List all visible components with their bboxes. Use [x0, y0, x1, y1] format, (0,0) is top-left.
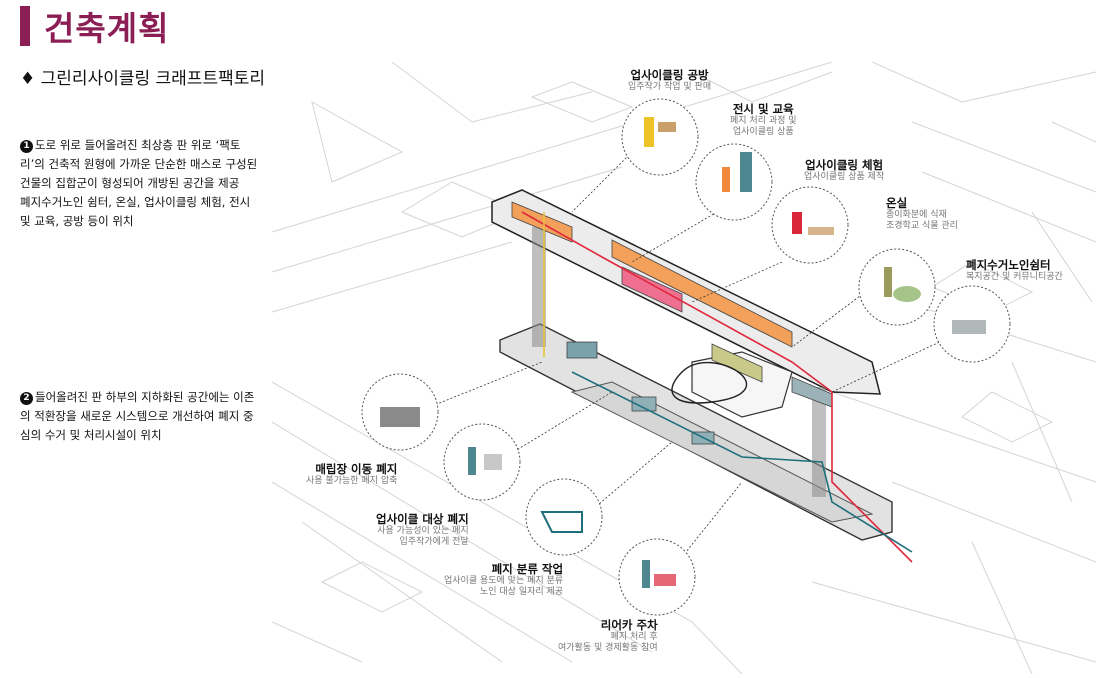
label-greenhouse: 온실 종이화분에 식재 조경학교 식물 관리 [886, 196, 958, 231]
ground-edge [671, 361, 748, 404]
section2-body: 들어올려진 판 하부의 지하화된 공간에는 이존의 적환장을 새로운 시스템으로… [20, 390, 255, 442]
label-shelter: 폐지수거노인쉼터 복지공간 및 커뮤니티공간 [966, 258, 1063, 282]
axonometric-diagram: 업사이클링 공방 입주작가 작업 및 판매 전시 및 교육 폐지 처리 과정 및… [271, 61, 1096, 675]
roof-buildings [511, 201, 833, 408]
section1-number-badge: 1 [20, 140, 33, 153]
label-exhibition: 전시 및 교육 폐지 처리 과정 및 업사이클링 상품 [730, 102, 797, 137]
label-parking: 리어카 주차 폐지 처리 후 여가활동 및 경제활동 참여 [558, 618, 658, 653]
label-upcycle-target: 업사이클 대상 폐지 사용 가능성이 있는 폐지 입주작가에게 전달 [376, 512, 469, 547]
route-teal [571, 371, 913, 553]
label-workshop: 업사이클링 공방 입주작가 작업 및 판매 [628, 68, 712, 92]
page-title: 건축계획 [44, 9, 170, 48]
diagram-svg [271, 61, 1096, 675]
page-subtitle: ♦ 그린리사이클링 크래프트팩토리 [20, 69, 266, 89]
label-experience: 업사이클링 체험 업사이클링 상품 제작 [804, 158, 885, 182]
vertical-core-left [532, 227, 546, 347]
section2-number-badge: 2 [20, 392, 33, 405]
section1-body: 도로 위로 들어올려진 최상층 판 위로 ‘팩토리’의 건축적 원형에 가까운 … [20, 138, 258, 190]
title-accent-bar [20, 6, 30, 46]
label-landfill: 매립장 이동 폐지 사용 불가능한 폐지 압축 [306, 462, 398, 486]
vertical-core-right [812, 387, 826, 497]
route-red [521, 211, 913, 563]
label-sorting: 폐지 분류 작업 업사이클 용도에 맞는 폐지 분류 노인 대상 일자리 제공 [444, 562, 564, 597]
section1-body-2: 폐지수거노인 쉼터, 온실, 업사이클링 체험, 전시 및 교육, 공방 등이 … [20, 195, 251, 228]
vignette-figures [380, 117, 986, 588]
